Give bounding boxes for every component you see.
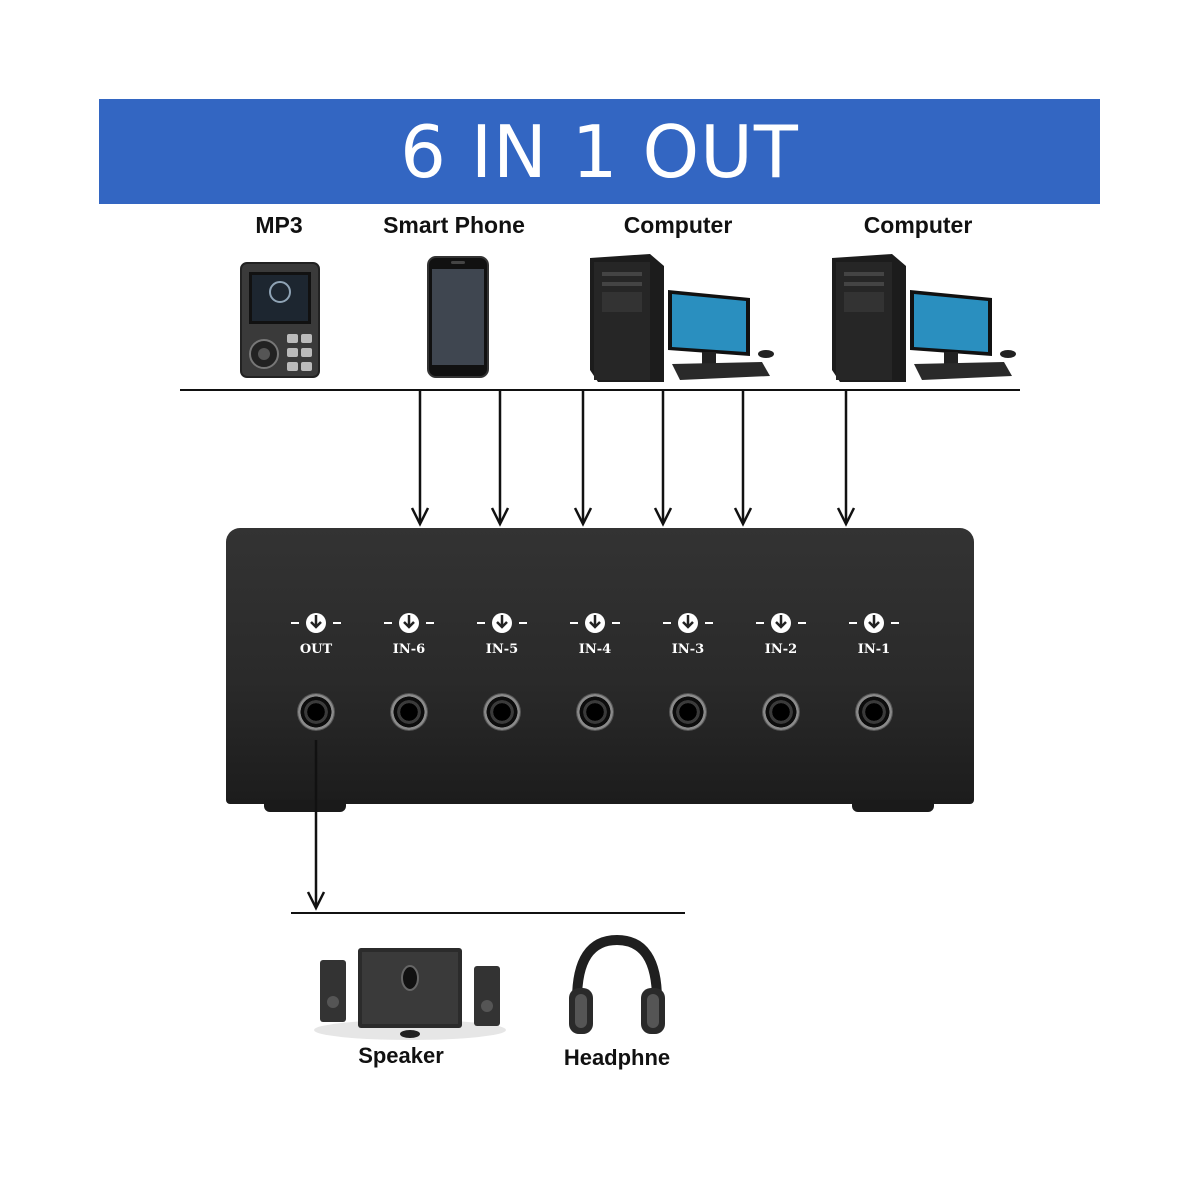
jack-symbol-icon bbox=[663, 613, 713, 633]
desktop-computer-icon bbox=[590, 254, 774, 382]
source-label-computer-2: Computer bbox=[863, 212, 973, 238]
speaker-system-icon bbox=[314, 948, 506, 1040]
device-foot-left bbox=[264, 800, 346, 812]
jack-symbol-icon bbox=[570, 613, 620, 633]
port-label: IN-2 bbox=[764, 642, 798, 657]
jack-symbol-icon bbox=[849, 613, 899, 633]
jack-out[interactable] bbox=[298, 694, 334, 730]
port-label: IN-3 bbox=[671, 642, 705, 657]
port-label: IN-1 bbox=[857, 642, 891, 657]
port-label: OUT bbox=[299, 642, 333, 657]
port-in-1: IN-1 bbox=[844, 610, 904, 657]
switcher-device bbox=[226, 528, 974, 804]
jack-in-3[interactable] bbox=[670, 694, 706, 730]
port-in-2: IN-2 bbox=[751, 610, 811, 657]
banner-title: 6 IN 1 OUT bbox=[400, 109, 799, 194]
jack-symbol-icon bbox=[384, 613, 434, 633]
title-banner: 6 IN 1 OUT bbox=[99, 99, 1100, 204]
jack-in-4[interactable] bbox=[577, 694, 613, 730]
source-label-computer-1: Computer bbox=[623, 212, 733, 238]
port-in-3: IN-3 bbox=[658, 610, 718, 657]
device-foot-right bbox=[852, 800, 934, 812]
jack-in-6[interactable] bbox=[391, 694, 427, 730]
port-in-4: IN-4 bbox=[565, 610, 625, 657]
output-label-headphone: Headphne bbox=[563, 1045, 671, 1070]
port-out: OUT bbox=[286, 610, 346, 657]
output-label-speaker: Speaker bbox=[358, 1043, 444, 1068]
port-label: IN-5 bbox=[485, 642, 519, 657]
source-label-phone: Smart Phone bbox=[383, 212, 525, 238]
jack-symbol-icon bbox=[291, 613, 341, 633]
jack-symbol-icon bbox=[756, 613, 806, 633]
desktop-computer-icon bbox=[832, 254, 1016, 382]
port-label: IN-6 bbox=[392, 642, 426, 657]
headphone-icon bbox=[569, 934, 665, 1034]
port-in-5: IN-5 bbox=[472, 610, 532, 657]
jack-in-2[interactable] bbox=[763, 694, 799, 730]
port-label: IN-4 bbox=[578, 642, 612, 657]
source-label-mp3: MP3 bbox=[255, 212, 303, 238]
mp3-player-icon bbox=[240, 262, 320, 378]
jack-in-1[interactable] bbox=[856, 694, 892, 730]
jack-in-5[interactable] bbox=[484, 694, 520, 730]
smartphone-icon bbox=[427, 256, 489, 378]
jack-symbol-icon bbox=[477, 613, 527, 633]
port-in-6: IN-6 bbox=[379, 610, 439, 657]
